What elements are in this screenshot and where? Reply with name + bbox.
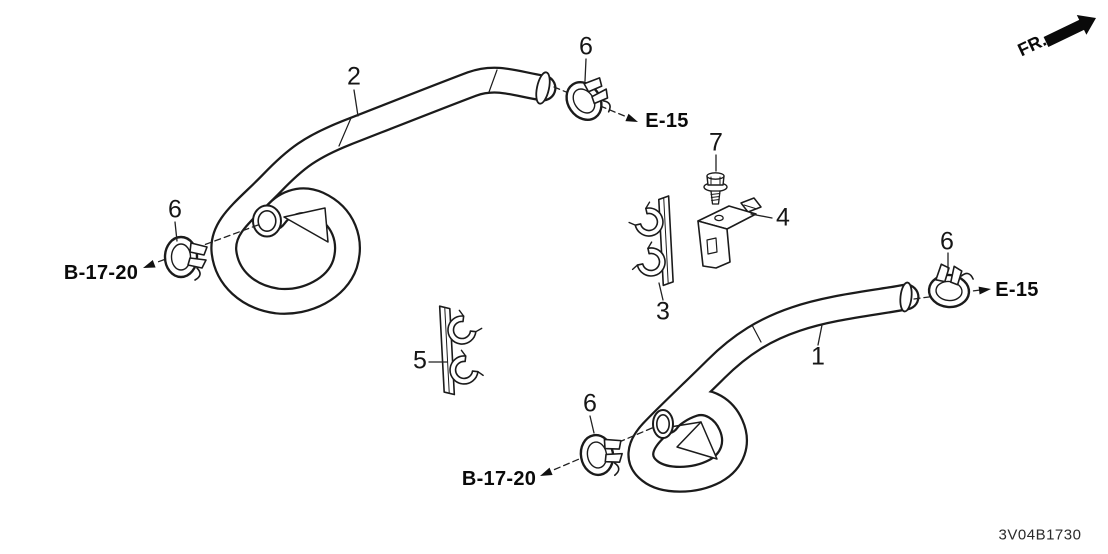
ref-e15-right[interactable]: E-15 [995, 279, 1039, 301]
hose-1-alignment-mark [676, 421, 718, 460]
callout-6-top[interactable]: 6 [579, 32, 593, 61]
ref-e15-top[interactable]: E-15 [645, 110, 689, 132]
leader-line-2 [353, 89, 359, 117]
water-hose-2-drawing [210, 66, 557, 315]
reference-leader-lines [154, 86, 981, 472]
ref-b-17-20-bottom[interactable]: B-17-20 [461, 468, 537, 490]
callout-leader-lines [174, 58, 949, 434]
callout-5[interactable]: 5 [413, 346, 427, 375]
hose-2-cut-end [535, 71, 551, 105]
fr-direction-arrow [1043, 15, 1096, 47]
arrowhead-e15-right [978, 286, 991, 295]
tube-clip-icon-3 [627, 195, 675, 288]
hose-clamp-icon-left [163, 235, 209, 282]
leader-line-6-top [584, 58, 587, 82]
leader-line-6-left [174, 221, 178, 242]
arrowhead-e15-top [625, 113, 638, 122]
leader-line-4 [750, 213, 773, 219]
tube-clip-icon-5 [438, 303, 486, 396]
callout-6-bottom[interactable]: 6 [583, 389, 597, 418]
callout-2[interactable]: 2 [347, 62, 361, 91]
reference-arrowheads [143, 113, 991, 476]
water-hose-1-drawing [627, 281, 920, 493]
drawing-code: 3V04B1730 [998, 526, 1082, 544]
hose-2-alignment-mark [283, 207, 329, 243]
ref-b-17-20-left[interactable]: B-17-20 [63, 262, 139, 284]
callout-6-right[interactable]: 6 [940, 227, 954, 256]
hose-clamp-icon-top [558, 68, 620, 131]
callout-1[interactable]: 1 [811, 342, 825, 371]
hose-clamp-icon-bottom [576, 429, 628, 482]
hose-clamp-icon-right [926, 262, 976, 311]
hose-1-cut-end [899, 281, 913, 313]
arrowhead-b1720-bottom [540, 467, 553, 476]
leader-line-1 [817, 324, 823, 346]
callout-7[interactable]: 7 [709, 128, 723, 157]
bracket-drawing [697, 197, 762, 269]
arrowhead-b1720-left [143, 260, 156, 268]
bolt-drawing [703, 172, 728, 205]
callout-6-left[interactable]: 6 [168, 195, 182, 224]
callout-4[interactable]: 4 [776, 203, 790, 232]
leader-line-6-bottom [589, 415, 595, 434]
callout-3[interactable]: 3 [656, 297, 670, 326]
leader-line-3 [658, 282, 664, 301]
